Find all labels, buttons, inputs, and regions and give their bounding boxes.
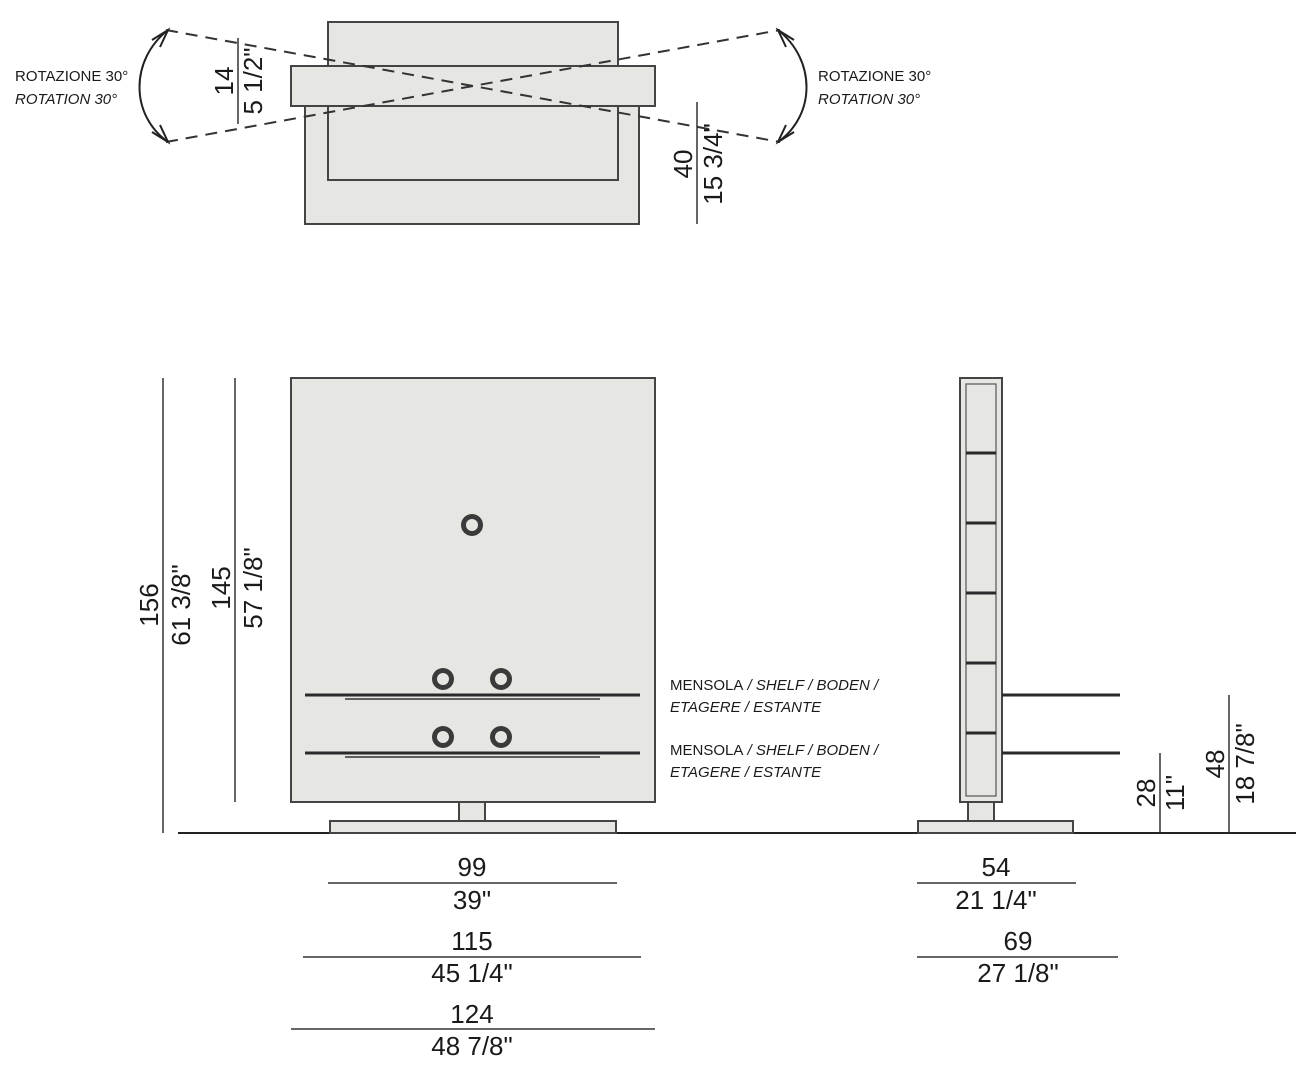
rotation-arc-right <box>777 29 808 143</box>
front-knobs <box>432 514 512 748</box>
rotation-arc-left <box>138 29 169 143</box>
lower-shelf-height-cm: 28 <box>1131 779 1161 808</box>
shelf-width-in: 45 1/4" <box>431 958 513 988</box>
top-base-depth-cm: 40 <box>668 150 698 179</box>
shelf-label-2-line2: ETAGERE / ESTANTE <box>670 764 822 781</box>
front-base <box>329 820 617 834</box>
panel-height-cm: 145 <box>206 566 236 609</box>
overall-width-in: 48 7/8" <box>431 1031 513 1061</box>
rotation-arrow-left-bottom <box>151 124 171 145</box>
rotation-arrow-right-top <box>775 27 795 48</box>
side-base-depth-in: 21 1/4" <box>955 885 1037 915</box>
top-shelf <box>290 65 656 107</box>
overall-width-cm: 124 <box>450 999 493 1029</box>
panel-width-in: 39" <box>453 885 491 915</box>
side-shelf-depth-in: 27 1/8" <box>977 958 1059 988</box>
top-base-depth-in: 15 3/4" <box>698 123 728 205</box>
rotation-left-it: ROTAZIONE 30° <box>15 68 128 85</box>
shelf-width-cm: 115 <box>451 926 492 956</box>
top-shelf-depth-cm: 14 <box>209 67 239 96</box>
top-shelf-depth-in: 5 1/2" <box>238 47 268 114</box>
rotation-left-en: ROTATION 30° <box>15 91 117 108</box>
total-height-cm: 156 <box>134 583 164 626</box>
shelf-label-2-line1: MENSOLA / SHELF / BODEN / <box>670 742 880 759</box>
panel-height-in: 57 1/8" <box>238 547 268 629</box>
total-height-in: 61 3/8" <box>166 564 196 646</box>
rotation-arrow-left-top <box>151 27 171 48</box>
front-panel <box>290 377 656 803</box>
rotation-line-b <box>165 29 781 143</box>
rotation-right-en: ROTATION 30° <box>818 91 920 108</box>
shelf-label-1-line2: ETAGERE / ESTANTE <box>670 699 822 716</box>
rotation-arrow-right-bottom <box>775 124 795 145</box>
rotation-line-a <box>165 29 781 143</box>
side-base <box>917 820 1074 834</box>
side-base-depth-cm: 54 <box>982 852 1011 882</box>
side-stem <box>967 801 995 822</box>
side-panel <box>959 377 1003 803</box>
rotation-right-it: ROTAZIONE 30° <box>818 68 931 85</box>
top-view: ROTAZIONE 30° ROTATION 30° ROTAZIONE 30°… <box>15 21 931 225</box>
upper-shelf-height-in: 18 7/8" <box>1230 723 1260 805</box>
panel-width-cm: 99 <box>458 852 487 882</box>
side-view: 28 11" 48 18 7/8" 54 21 1/4" 69 27 1/8" <box>917 377 1260 988</box>
shelf-label-1-line1: MENSOLA / SHELF / BODEN / <box>670 677 880 694</box>
side-panel-inner <box>965 383 997 797</box>
lower-shelf-height-in: 11" <box>1160 775 1190 811</box>
upper-shelf-height-cm: 48 <box>1200 750 1230 779</box>
front-stem <box>458 801 486 822</box>
side-shelf-depth-cm: 69 <box>1004 926 1033 956</box>
front-view: 156 61 3/8" 145 57 1/8" MENSOLA / SHELF … <box>134 377 1296 1061</box>
